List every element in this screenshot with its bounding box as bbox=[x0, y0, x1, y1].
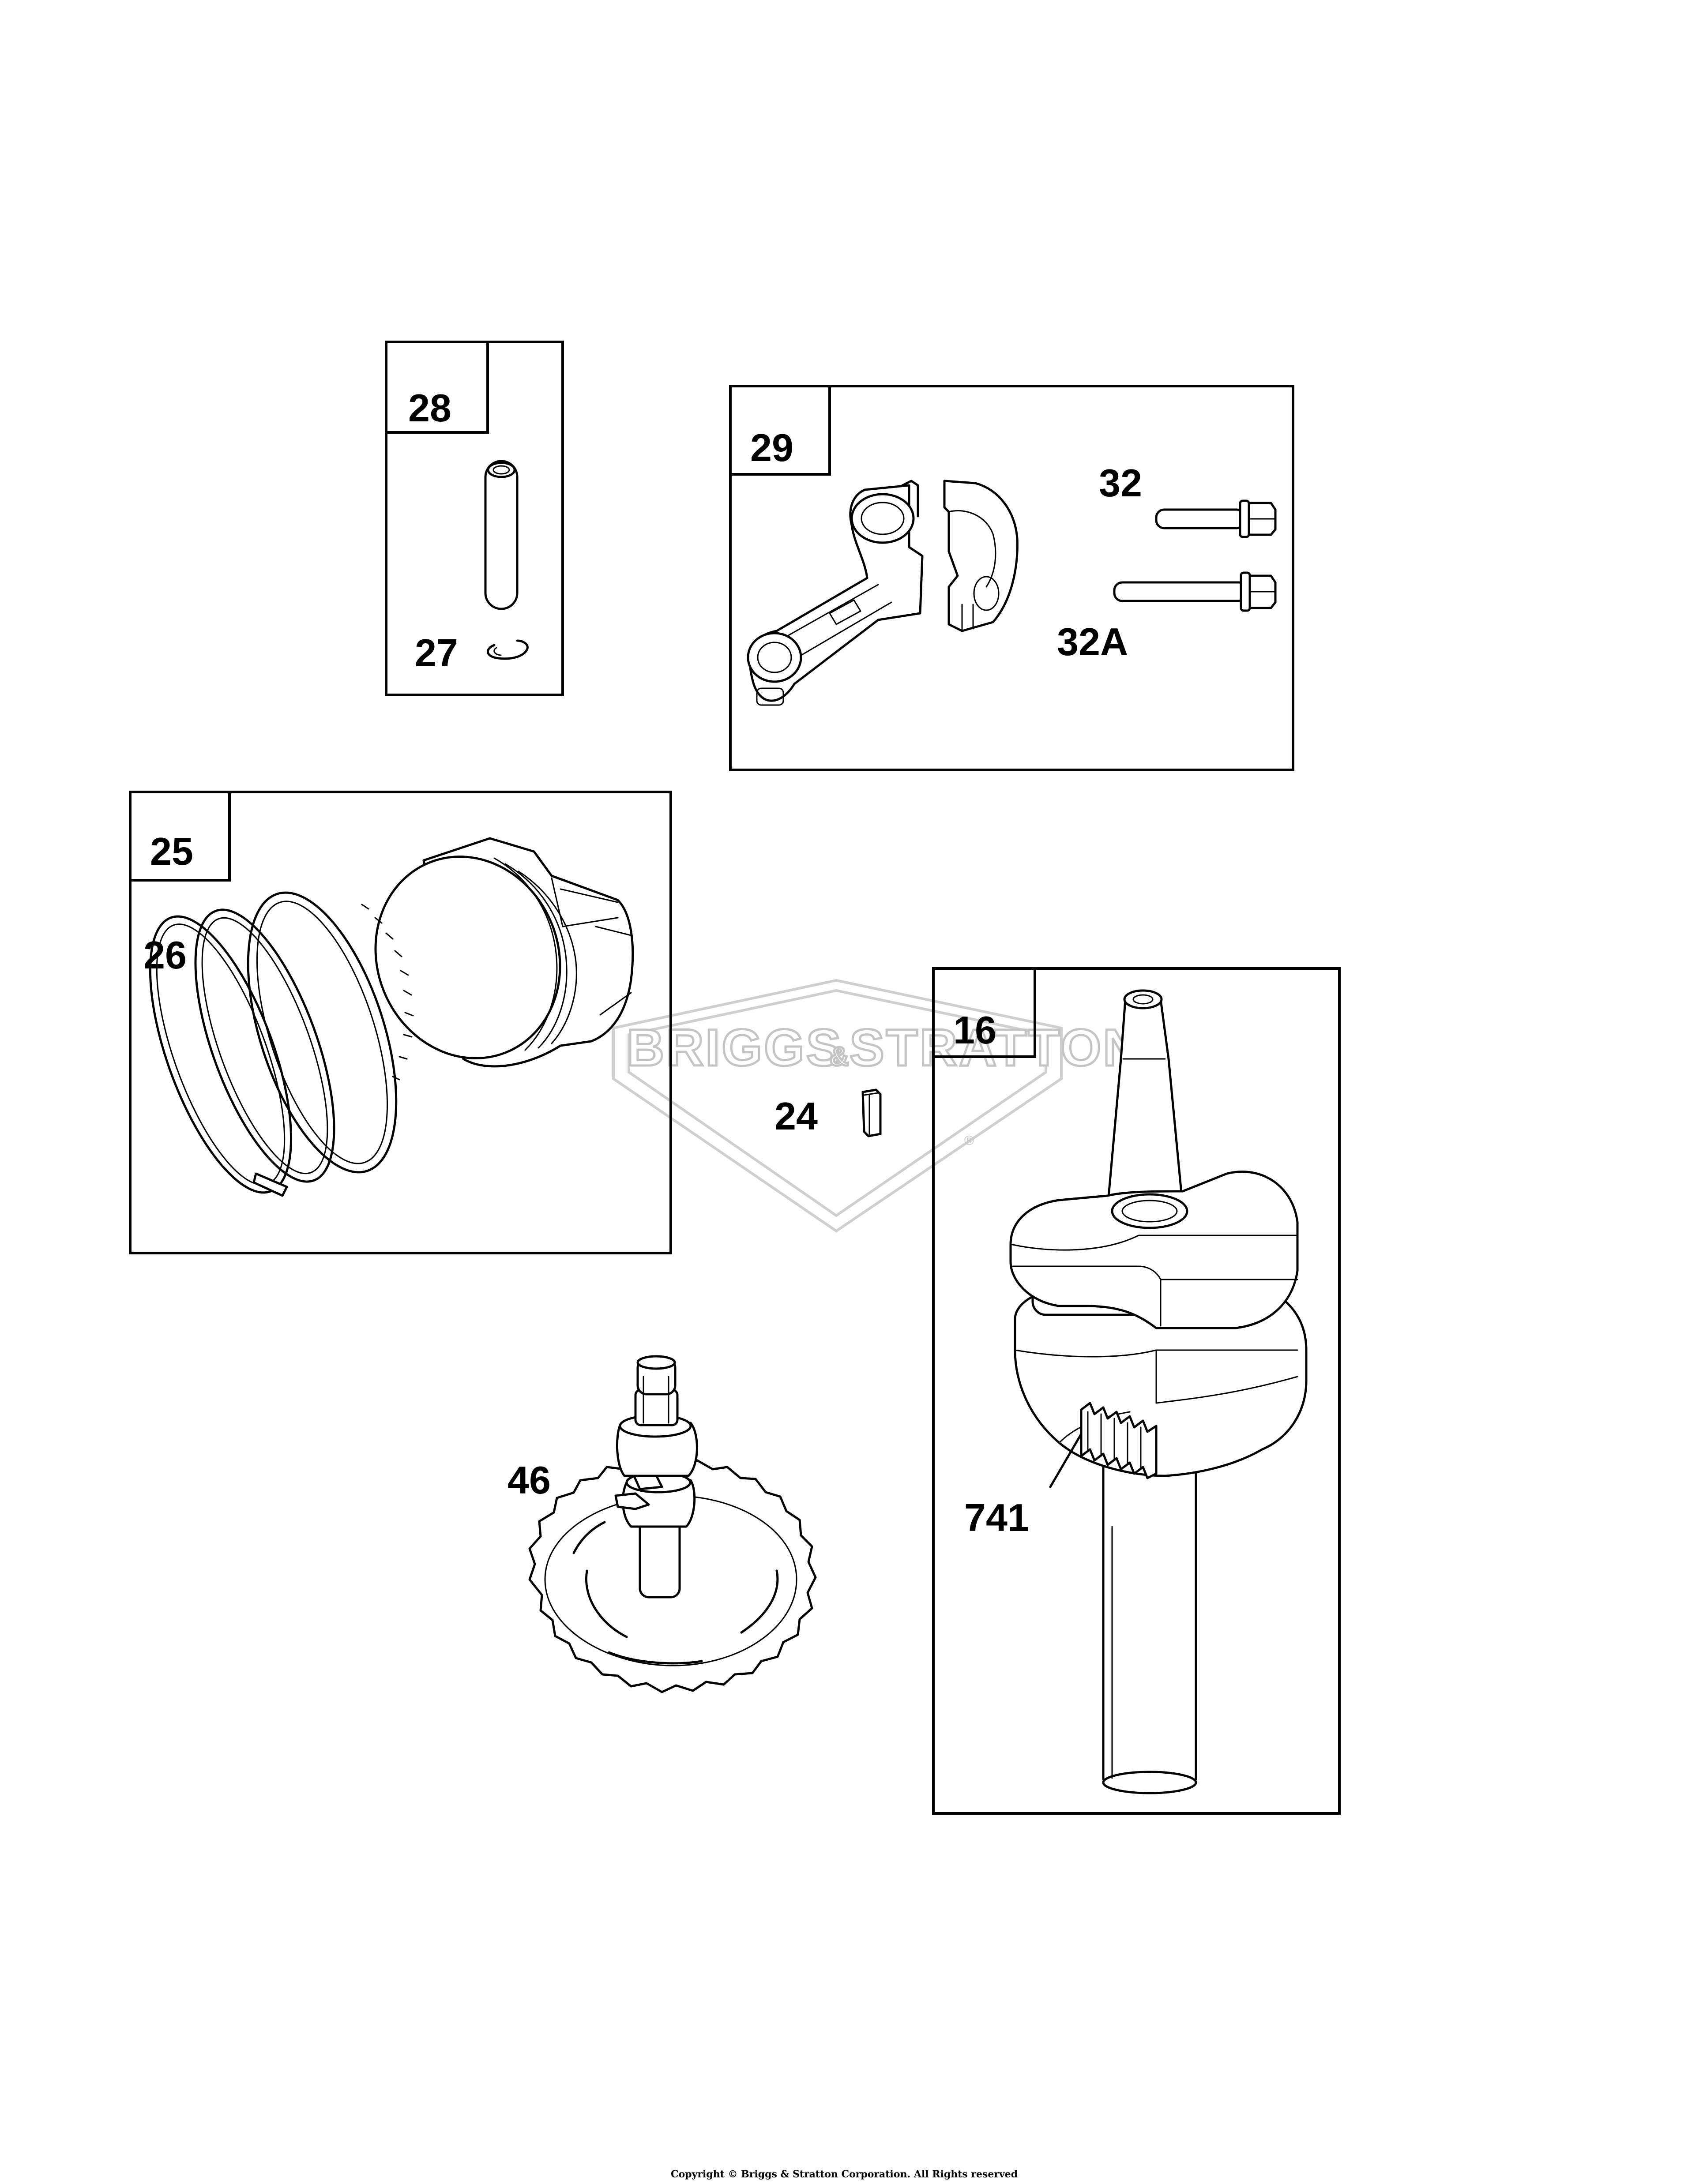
callout-741[interactable]: 741 bbox=[964, 1496, 1029, 1539]
callout-27[interactable]: 27 bbox=[415, 631, 458, 675]
group-box-16[interactable]: 16 bbox=[932, 967, 1341, 1815]
watermark-amp: & bbox=[830, 1042, 850, 1071]
callout-24[interactable]: 24 bbox=[774, 1094, 818, 1138]
connecting-rod[interactable] bbox=[747, 480, 1019, 706]
crankshaft[interactable] bbox=[1009, 989, 1308, 1794]
watermark-logo: BRIGGS & STRATTON ® bbox=[612, 979, 1142, 1233]
pin-retainer-clip[interactable] bbox=[486, 639, 529, 660]
watermark-text-right: STRATTON bbox=[850, 1019, 1142, 1077]
group-label-16: 16 bbox=[953, 1008, 996, 1052]
callout-32a[interactable]: 32A bbox=[1057, 620, 1128, 664]
group-label-25: 25 bbox=[150, 829, 193, 873]
rod-bolt-32a[interactable] bbox=[1113, 571, 1277, 612]
piston[interactable] bbox=[346, 829, 634, 1086]
piston-rings[interactable] bbox=[121, 875, 426, 1209]
group-label-28: 28 bbox=[408, 386, 451, 430]
group-box-28[interactable]: 28 bbox=[385, 341, 564, 696]
callout-46[interactable]: 46 bbox=[508, 1458, 551, 1502]
group-box-25[interactable]: 25 bbox=[129, 791, 672, 1254]
watermark-text-left: BRIGGS bbox=[627, 1019, 843, 1077]
group-label-29: 29 bbox=[750, 426, 793, 469]
piston-pin[interactable] bbox=[484, 460, 519, 610]
leader-741 bbox=[1049, 1433, 1083, 1488]
rod-bolt-32[interactable] bbox=[1155, 499, 1277, 538]
watermark-registered: ® bbox=[964, 1133, 974, 1148]
camshaft[interactable] bbox=[528, 1355, 817, 1693]
crankshaft-key[interactable] bbox=[861, 1088, 882, 1137]
group-box-29[interactable]: 29 bbox=[729, 385, 1294, 771]
callout-32[interactable]: 32 bbox=[1099, 461, 1142, 505]
callout-26[interactable]: 26 bbox=[143, 933, 187, 977]
copyright-notice: Copyright © Briggs & Stratton Corporatio… bbox=[671, 2169, 1018, 2180]
